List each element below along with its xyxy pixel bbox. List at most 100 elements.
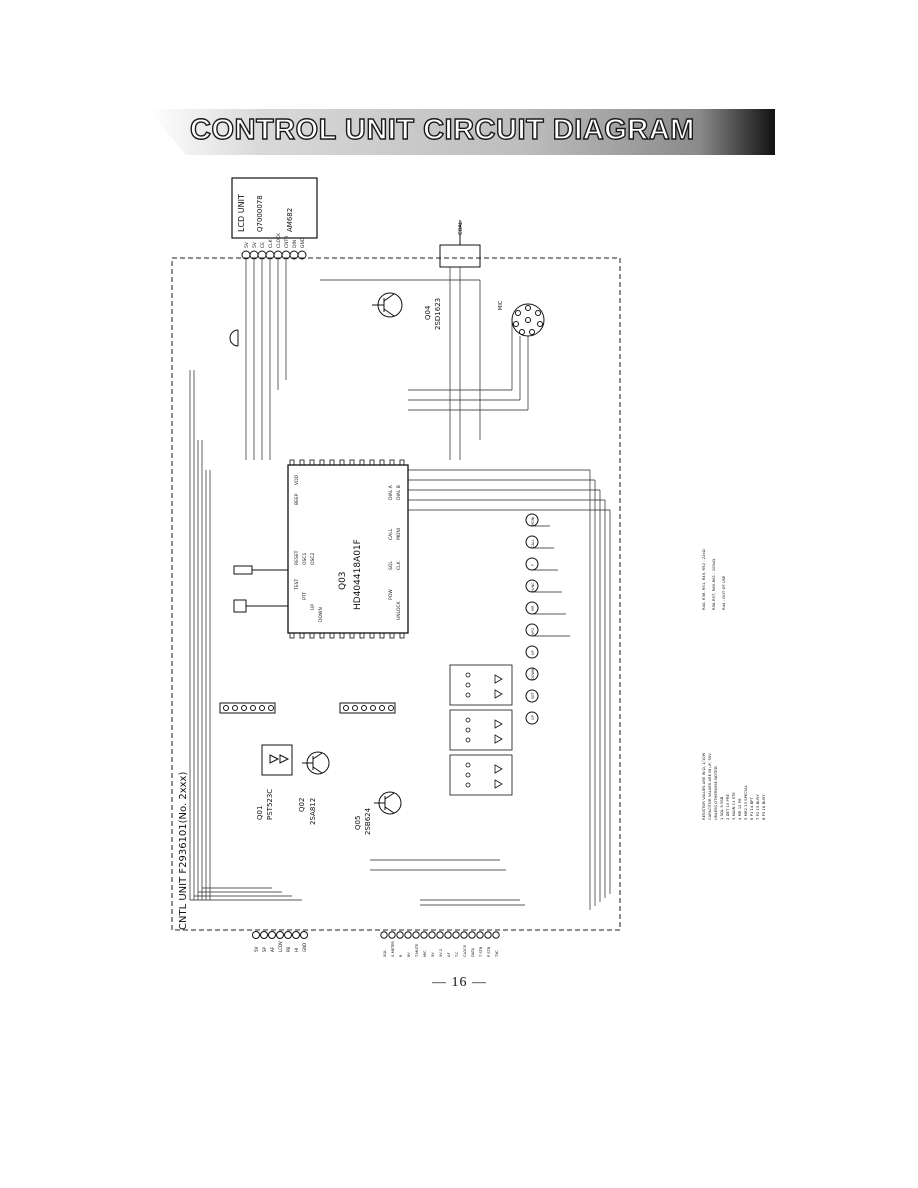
- bottom-right-pin-label: CLOCK: [463, 944, 467, 957]
- ic-pin-label: RESET: [294, 550, 300, 565]
- q04-label: Q04: [424, 305, 432, 320]
- key-label: DOWN: [531, 668, 535, 680]
- bottom-left-pin-label: GND: [302, 943, 307, 952]
- led-indicator: [229, 329, 239, 347]
- transistor-q04: [372, 292, 403, 318]
- lcd-unit-block: LCD UNIT Q7000078 AM682: [231, 177, 318, 239]
- bottom-right-pin-label: R: [399, 954, 403, 957]
- bottom-left-pin-label: AF: [270, 946, 275, 952]
- bottom-left-pin-label: 5V: [254, 946, 259, 952]
- lcd-unit-ic: AM682: [286, 208, 294, 232]
- lcd-pin-label: CNTR: [284, 236, 290, 248]
- bottom-left-labels: 5V SP AF LCDV PB HI GND: [254, 941, 307, 952]
- note-right-line: R56-R57, R60-R61 : 100kΩ: [711, 559, 716, 610]
- q02-label: Q02: [298, 798, 306, 812]
- mic-connector-label: MIC: [498, 300, 504, 310]
- ic-pin-label: DIAL A: [388, 484, 394, 500]
- ic-pin-label: SQL: [388, 561, 394, 570]
- lcd-pin-label: CLOCK: [276, 232, 282, 248]
- schematic-diagram: LCD UNIT Q7000078 AM682 5V 5V CE CLK CLO…: [171, 177, 766, 958]
- note-line: UNLESS OTHERWISE NOTED.: [713, 765, 718, 820]
- bottom-right-labels: SQL S-METER R 8V T-MUTE MIC 5V 5V 2 AF T…: [383, 941, 499, 958]
- connector-j05: [219, 702, 276, 714]
- ic-pin-label: VDD: [294, 474, 300, 485]
- q01-part: PST523C: [266, 789, 274, 820]
- q03-part: HD404418A01F: [353, 539, 363, 610]
- page-number: — 16 —: [432, 975, 487, 990]
- bottom-right-pin-label: 5V: [431, 952, 435, 957]
- mic-connector: [511, 303, 545, 337]
- ic-pin-label: PTT: [302, 592, 308, 600]
- bottom-right-pin-label: S-METER: [391, 941, 395, 957]
- lcd-pin-label: DIN: [292, 240, 298, 248]
- lcd-unit-part: Q7000078: [256, 195, 264, 232]
- ic-pin-label: POW: [388, 589, 394, 600]
- q05-label: Q05: [354, 816, 362, 830]
- notes-right-block: R44, R38, R51, R45, R52 : 22kΩ R56-R57, …: [701, 549, 726, 610]
- ic-pin-label: OSC1: [302, 552, 308, 565]
- oscillator-section: [233, 565, 288, 613]
- ic-pin-label: UP: [310, 604, 316, 610]
- bottom-right-pin-label: AF: [447, 952, 451, 957]
- bottom-left-pin-label: LCDV: [278, 941, 283, 952]
- connector-j07: [339, 702, 396, 714]
- lcd-unit-title: LCD UNIT: [237, 194, 246, 232]
- q03-label: Q03: [338, 571, 348, 590]
- note-line: 5 MR2 13 SPECIAL: [743, 784, 748, 820]
- note-right-line: R44 : OUT OF USE: [721, 575, 726, 610]
- key-label: MONI: [531, 517, 535, 526]
- ic-pin-label: MONI: [396, 528, 402, 540]
- main-ic-q03: Q03 HD404418A01F RESET OSC1 OSC2 TEST PT…: [287, 459, 409, 639]
- key-label: OP: [531, 715, 535, 720]
- note-line: 3 MAIN 11 STE: [731, 792, 736, 820]
- bottom-right-pin-label: T-MUTE: [415, 943, 419, 958]
- key-label: VFO: [531, 628, 535, 635]
- lcd-pin-label: 5V: [244, 241, 250, 248]
- keypad: MONI CALL F FUNC MR VFO UP DOWN SET OP: [525, 513, 539, 725]
- key-label: FUNC: [531, 582, 535, 592]
- key-label: MR: [531, 605, 535, 611]
- bottom-right-pin-label: P STB: [487, 946, 491, 957]
- notes-block: RESISTOR VALUES ARE IN Ω, 1/10W CAPACITO…: [701, 752, 766, 820]
- lcd-pin-label: 5V: [252, 241, 258, 248]
- lcd-pin-label: CLK: [268, 238, 274, 248]
- note-line: RESISTOR VALUES ARE IN Ω, 1/10W: [701, 752, 706, 820]
- note-line: CAPACITOR VALUES ARE IN μF, 50V: [707, 753, 712, 820]
- ic-pin-label: CALL: [388, 528, 394, 540]
- note-line: 4 MR 12 P8: [737, 798, 742, 820]
- ic-pin-label: UNLOCK: [396, 600, 402, 620]
- ic-pin-label: DIAL B: [396, 485, 402, 500]
- lcd-pin-label: CE: [260, 242, 266, 248]
- ic-pin-label: DOWN: [318, 607, 324, 622]
- bottom-connector-right: [380, 931, 500, 939]
- bottom-connector-left: [252, 931, 308, 939]
- note-line: 6 P1 14 BPT: [749, 797, 754, 820]
- ic-pin-label: OSC2: [310, 552, 316, 565]
- q04-part: 2SD1623: [434, 298, 442, 330]
- lcd-connector: [241, 250, 307, 260]
- bottom-left-pin-label: SP: [262, 946, 267, 952]
- note-right-line: R44, R38, R51, R45, R52 : 22kΩ: [701, 549, 706, 610]
- coal-jack-label: COAL: [458, 221, 464, 235]
- note-line: 1 SQL 9 SSB: [719, 796, 724, 820]
- bottom-right-pin-label: MIC: [423, 950, 427, 957]
- page-title: CONTROL UNIT CIRCUIT DIAGRAM: [189, 113, 695, 146]
- title-banner: [148, 109, 775, 155]
- unit-title: CNTL UNIT F2936101(No. 2xxx): [178, 772, 189, 930]
- bottom-right-pin-label: DATA: [471, 947, 475, 957]
- key-label: SET: [531, 692, 535, 699]
- bottom-right-pin-label: TXC: [495, 950, 499, 958]
- note-line: 2 DET 10 PRE: [725, 794, 730, 820]
- board-outline: [171, 257, 621, 931]
- transistor-q05: [374, 791, 402, 815]
- q01-label: Q01: [256, 806, 264, 820]
- ic-pin-label: BEEP: [294, 493, 300, 505]
- coal-jack: COAL: [439, 220, 481, 268]
- key-label: UP: [531, 650, 535, 655]
- bottom-right-pin-label: SQL: [383, 950, 387, 957]
- q02-part: 2SA812: [309, 798, 317, 825]
- ic-pin-label: CLK: [396, 560, 402, 570]
- bottom-right-pin-label: 8V: [407, 952, 411, 957]
- ic-pin-label: TEST: [294, 579, 300, 591]
- bottom-right-pin-label: 5V 2: [439, 949, 443, 957]
